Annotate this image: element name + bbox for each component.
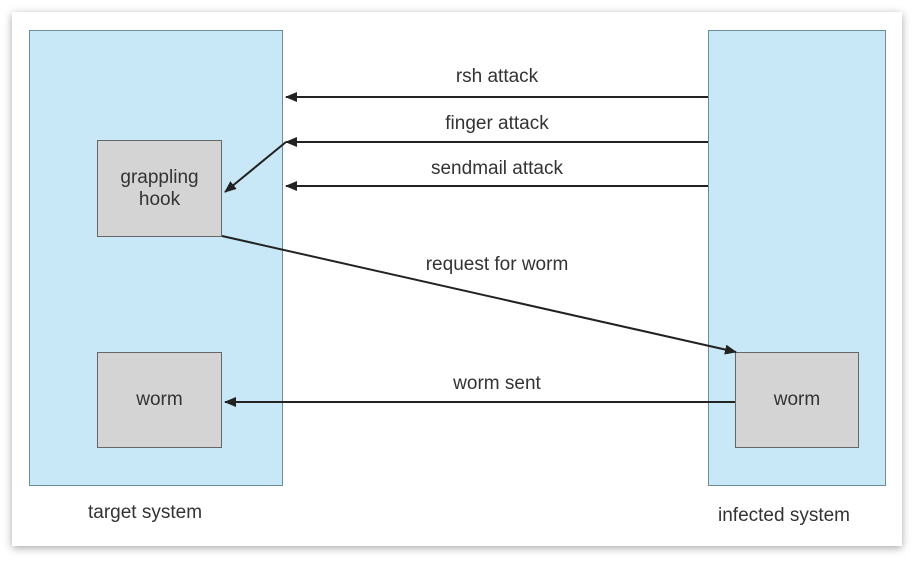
target-worm-box: worm (97, 352, 222, 448)
worm-sent-label: worm sent (453, 373, 541, 394)
grappling-hook-box: grappling hook (97, 140, 222, 237)
target-system-label: target system (88, 502, 203, 523)
infected-system-label: infected system (718, 505, 850, 526)
finger-attack-label: finger attack (445, 113, 549, 134)
infected-worm-box: worm (735, 352, 859, 448)
sendmail-attack-label: sendmail attack (430, 158, 564, 179)
rsh-attack-label: rsh attack (455, 66, 539, 87)
request-for-worm-label: request for worm (425, 254, 569, 275)
